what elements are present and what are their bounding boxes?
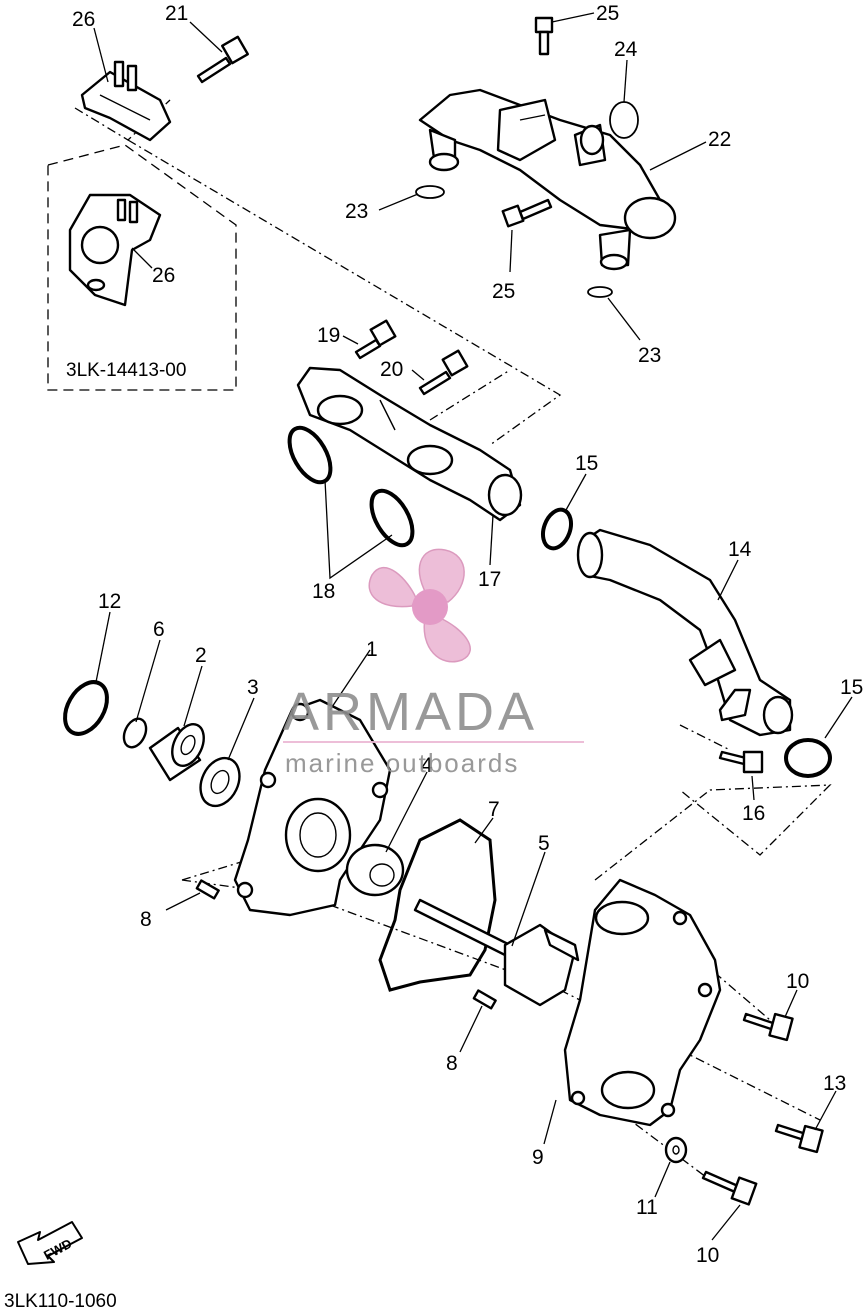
callout-10-lower: 10 — [696, 1244, 719, 1267]
variant-box: 3LK-14413-00 — [47, 144, 237, 391]
o-ring-15-lower — [784, 738, 832, 778]
callout-13: 13 — [823, 1072, 846, 1095]
bracket-26-top — [80, 60, 172, 142]
callout-25-top: 25 — [596, 2, 619, 25]
propeller-logo — [368, 548, 471, 663]
bolt-10-lower — [701, 1170, 758, 1206]
water-pipe-22 — [418, 88, 677, 271]
callout-23-lower: 23 — [638, 344, 661, 367]
callouts: 26 21 25 24 22 23 25 23 26 19 20 15 14 1… — [72, 2, 863, 1267]
shaft-5 — [413, 898, 580, 1007]
circlip-6 — [122, 717, 148, 749]
seal-3 — [199, 756, 241, 808]
callout-8-lower: 8 — [446, 1052, 458, 1075]
o-ring-23-lower — [587, 286, 613, 298]
callout-25-lower: 25 — [492, 280, 515, 303]
callout-17: 17 — [478, 568, 501, 591]
pin-8-upper — [195, 879, 220, 900]
callout-7: 7 — [488, 798, 500, 821]
seal-24 — [609, 101, 639, 139]
bolt-25-lower — [501, 198, 553, 228]
callout-15-lower: 15 — [840, 676, 863, 699]
callout-23-top: 23 — [345, 200, 368, 223]
gasket-7 — [378, 818, 497, 992]
callout-24: 24 — [614, 38, 638, 61]
bolt-19 — [354, 319, 397, 360]
o-ring-12 — [63, 680, 109, 736]
bolt-13 — [774, 1123, 824, 1154]
bolt-20 — [418, 349, 469, 396]
bolt-10-upper — [742, 1012, 794, 1042]
watermark-brand: ARMADA — [283, 682, 538, 742]
watermark: ARMADA marine outboards — [283, 548, 584, 778]
fwd-arrow: FWD — [17, 1221, 83, 1265]
callout-19: 19 — [317, 324, 340, 347]
callout-12: 12 — [98, 590, 121, 613]
callout-16: 16 — [742, 802, 765, 825]
callout-15-upper: 15 — [575, 452, 598, 475]
callout-26-variant: 26 — [152, 264, 175, 287]
hose-pipe-14 — [576, 528, 794, 737]
callout-9: 9 — [532, 1146, 544, 1169]
drawing-code: 3LK110-1060 — [4, 1291, 117, 1312]
bolt-21 — [196, 35, 249, 84]
bearing-2 — [148, 723, 205, 782]
callout-22: 22 — [708, 128, 731, 151]
callout-18: 18 — [312, 580, 335, 603]
callout-21: 21 — [165, 2, 188, 25]
callout-14: 14 — [728, 538, 752, 561]
bolt-25-top — [534, 16, 554, 56]
callout-10-upper: 10 — [786, 970, 809, 993]
bracket-26-variant — [68, 193, 162, 307]
callout-1: 1 — [366, 638, 378, 661]
pump-cover-9 — [563, 878, 722, 1127]
callout-5: 5 — [538, 832, 550, 855]
o-ring-15-upper — [540, 507, 574, 551]
watermark-tagline: marine outboards — [285, 748, 519, 778]
variant-part-number: 3LK-14413-00 — [66, 360, 186, 381]
impeller-4 — [345, 843, 405, 897]
callout-20: 20 — [380, 358, 403, 381]
o-ring-18-lower — [369, 488, 415, 548]
o-ring-23-top — [415, 185, 445, 199]
leader-lines — [93, 12, 853, 1241]
washer-11 — [664, 1136, 688, 1164]
callout-3: 3 — [247, 676, 259, 699]
o-ring-18-upper — [287, 425, 333, 485]
callout-26-top: 26 — [72, 8, 95, 31]
callout-6: 6 — [153, 618, 165, 641]
callout-8-upper: 8 — [140, 908, 152, 931]
callout-2: 2 — [195, 644, 207, 667]
callout-11: 11 — [636, 1196, 658, 1219]
bolt-16 — [718, 750, 764, 774]
pipe-17 — [296, 366, 523, 522]
pin-8-lower — [472, 989, 497, 1010]
callout-4: 4 — [421, 754, 433, 777]
